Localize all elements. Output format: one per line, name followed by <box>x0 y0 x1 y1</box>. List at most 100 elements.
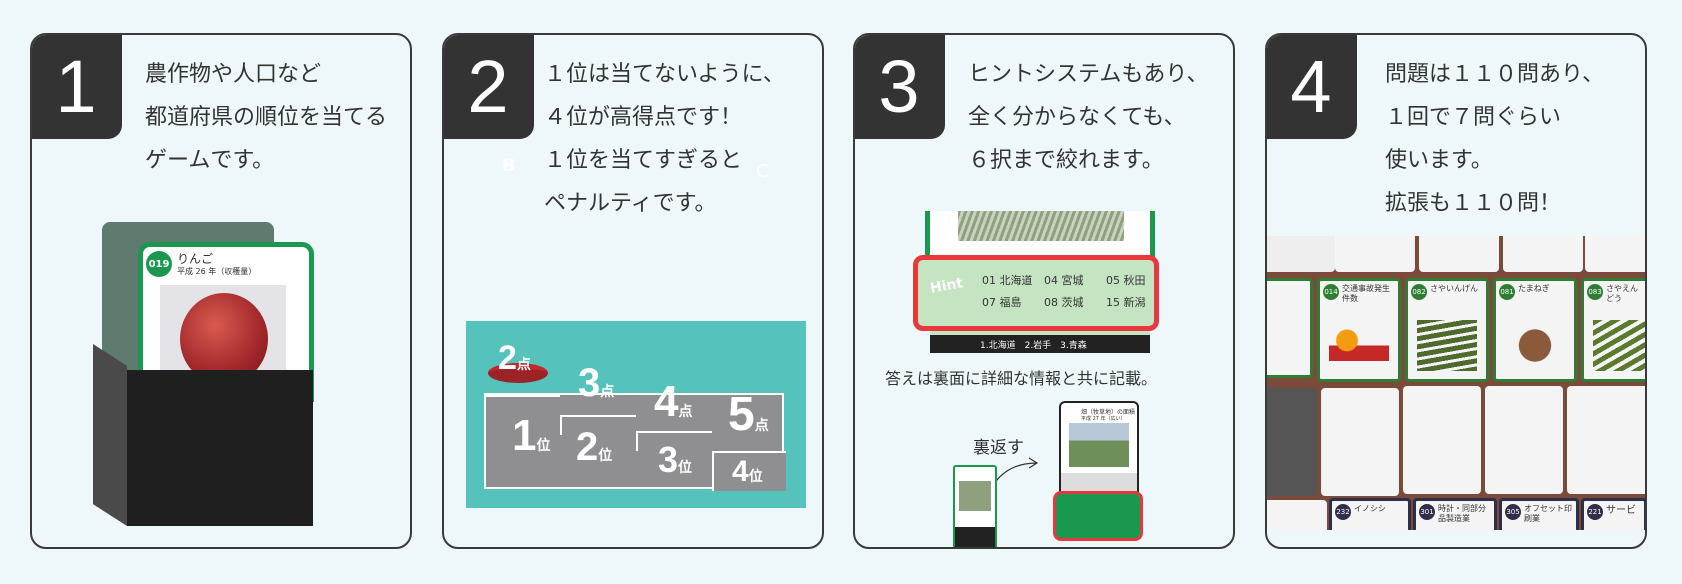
points-3: 4点 <box>654 377 693 426</box>
hint-option: 07 福島 <box>982 296 1022 309</box>
hint-option: 01 北海道 <box>982 274 1033 287</box>
photo-card <box>1267 236 1335 272</box>
points-4: 5点 <box>728 388 769 441</box>
back-card-title: 畑（牧草地）の面積 <box>1081 409 1136 416</box>
card-name: さやいんげん <box>1430 284 1478 293</box>
text-line: １回で７問ぐらい <box>1385 105 1562 130</box>
card-badge: 014 <box>1323 284 1339 300</box>
card-number-badge: 019 <box>146 251 172 277</box>
photo-card <box>1403 386 1481 494</box>
pasture-photo <box>1069 423 1129 467</box>
caption: 答えは裏面に詳細な情報と共に記載。 <box>885 369 1158 388</box>
stray-label: C <box>756 161 769 182</box>
rank-4: 4位 <box>732 455 763 488</box>
photo-card <box>1335 236 1415 272</box>
card-name: さやえんどう <box>1606 284 1638 303</box>
hint-option: 08 茨城 <box>1044 296 1084 309</box>
token-icon <box>488 363 548 383</box>
photo-card <box>1267 500 1327 530</box>
card-subtitle: 平成 26 年（収穫量） <box>177 267 257 276</box>
card-badge: 221 <box>1587 504 1603 520</box>
small-card-front <box>953 465 997 547</box>
card-name: 時計・同部分品製造業 <box>1438 504 1486 523</box>
stray-label: B <box>502 155 516 176</box>
back-hint-area <box>1061 473 1137 495</box>
photo-card <box>1485 386 1563 494</box>
apple-photo <box>160 285 286 385</box>
text-line: 拡張も１１０問！ <box>1385 191 1562 216</box>
step-number: 3 <box>855 35 945 139</box>
points-2: 3点 <box>578 361 615 405</box>
rank-1: 1位 <box>512 411 551 460</box>
panel-1: 1 農作物や人口など 都道府県の順位を当てる ゲームです。 019 りんご 平成… <box>30 33 412 549</box>
onion-photo <box>1505 320 1565 372</box>
photo-card <box>1267 388 1317 496</box>
card-name: イノシシ <box>1354 504 1386 513</box>
text-line: 問題は１１０問あり、 <box>1385 62 1605 87</box>
peas-photo <box>1593 320 1645 372</box>
hint-highlight: Hint 01 北海道 04 宮城 05 秋田 07 福島 08 茨城 15 新… <box>913 255 1159 331</box>
panel-text: 問題は１１０問あり、 １回で７問ぐらい 使います。 拡張も１１０問！ <box>1385 53 1604 225</box>
panel-text: １位は当てないように、 ４位が高得点です！ １位を当てすぎると ペナルティです。 <box>544 53 785 225</box>
question-card: 019 りんご 平成 26 年（収穫量） <box>138 242 314 402</box>
step-4 <box>712 451 786 491</box>
step-number: 1 <box>32 35 122 139</box>
step-number: 4 <box>1267 35 1357 139</box>
panel-4: 4 問題は１１０問あり、 １回で７問ぐらい 使います。 拡張も１１０問！ 014… <box>1265 33 1647 549</box>
hint-option: 15 新潟 <box>1106 296 1146 309</box>
photo-card <box>1267 278 1313 378</box>
back-card-subtitle: 平成 27 年（広い） <box>1081 416 1126 422</box>
photo-card <box>1567 386 1645 494</box>
rank-3: 3位 <box>658 439 693 480</box>
photo-card <box>1321 388 1399 496</box>
card-badge: 082 <box>1411 284 1427 300</box>
panel-text: ヒントシステムもあり、 全く分からなくても、 ６択まで絞れます。 <box>968 53 1208 182</box>
podium-illustration: 2点 3点 4点 5点 1位 2位 3位 4位 <box>466 321 806 508</box>
text-line: ６択まで絞れます。 <box>968 148 1164 173</box>
car-icon <box>1329 320 1389 372</box>
answer-strip: 1.北海道 2.岩手 3.青森 <box>930 335 1150 353</box>
hint-option: 04 宮城 <box>1044 274 1084 287</box>
card-holder-side <box>93 344 127 526</box>
field-photo <box>958 211 1124 241</box>
text-line: ゲームです。 <box>145 148 275 173</box>
text-line: 使います。 <box>1385 148 1493 173</box>
apple-icon <box>180 293 268 385</box>
text-line: ペナルティです。 <box>544 191 717 216</box>
text-line: 農作物や人口など <box>145 62 322 87</box>
card-title: りんご <box>177 252 214 266</box>
text-line: 都道府県の順位を当てる <box>145 105 388 130</box>
card-badge: 083 <box>1587 284 1603 300</box>
card-badge: 232 <box>1335 504 1351 520</box>
text-line: １位を当てすぎると <box>544 148 743 173</box>
photo-card <box>1503 236 1583 272</box>
step-2 <box>560 415 636 435</box>
small-card-photo <box>959 481 991 511</box>
step-3 <box>636 431 712 451</box>
card-badge: 301 <box>1419 504 1435 520</box>
card-name: オフセット印刷業 <box>1524 504 1572 523</box>
card-name: 交通事故発生件数 <box>1342 284 1390 303</box>
small-card-answers <box>955 527 995 547</box>
card-badge: 305 <box>1505 504 1521 520</box>
answer-highlight <box>1053 491 1143 541</box>
flip-label: 裏返す <box>973 438 1024 458</box>
panel-2: 2 １位は当てないように、 ４位が高得点です！ １位を当てすぎると ペナルティで… <box>442 33 824 549</box>
hint-label: Hint <box>928 275 965 297</box>
points-1: 2点 <box>498 339 531 377</box>
text-line: ヒントシステムもあり、 <box>968 62 1209 87</box>
hint-options: 01 北海道 04 宮城 05 秋田 07 福島 08 茨城 15 新潟 <box>982 272 1168 310</box>
hint-option: 05 秋田 <box>1106 274 1146 287</box>
step-number: 2 <box>444 35 534 139</box>
text-line: 全く分からなくても、 <box>968 105 1186 130</box>
panel-text: 農作物や人口など 都道府県の順位を当てる ゲームです。 <box>145 53 387 182</box>
card-badge: 081 <box>1499 284 1515 300</box>
text-line: ４位が高得点です！ <box>544 105 743 130</box>
rank-2: 2位 <box>576 425 613 469</box>
card-name: たまねぎ <box>1518 284 1550 293</box>
